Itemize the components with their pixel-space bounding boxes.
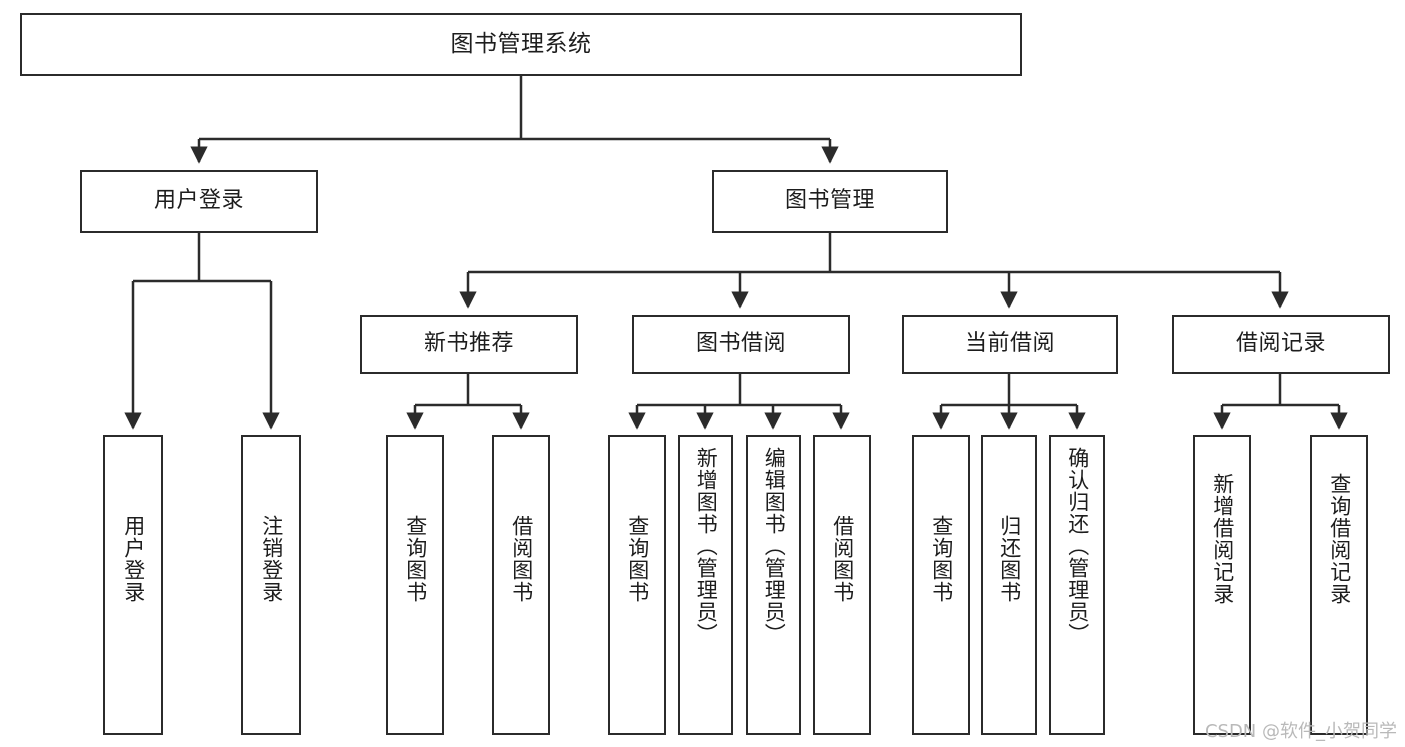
- leaf-borrow-book-1[interactable]: 借阅图书: [492, 435, 550, 735]
- leaf-borrow-book-2-label: 借阅图书: [830, 515, 855, 603]
- node-borrow-record[interactable]: 借阅记录: [1172, 315, 1390, 374]
- node-book-manage-label: 图书管理: [784, 188, 875, 214]
- leaf-add-record[interactable]: 新增借阅记录: [1193, 435, 1251, 735]
- node-borrow-record-label: 借阅记录: [1235, 331, 1326, 357]
- node-user-login-label: 用户登录: [153, 188, 244, 214]
- node-book-manage[interactable]: 图书管理: [712, 170, 948, 233]
- node-new-book-recommend[interactable]: 新书推荐: [360, 315, 578, 374]
- leaf-query-book-3-label: 查询图书: [929, 515, 954, 603]
- leaf-add-book[interactable]: 新增图书（管理员）: [678, 435, 733, 735]
- leaf-query-book-1-label: 查询图书: [403, 515, 428, 603]
- leaf-query-book-2[interactable]: 查询图书: [608, 435, 666, 735]
- node-root[interactable]: 图书管理系统: [20, 13, 1022, 76]
- leaf-logout-login-label: 注销登录: [259, 515, 284, 603]
- node-user-login[interactable]: 用户登录: [80, 170, 318, 233]
- leaf-query-book-2-label: 查询图书: [625, 515, 650, 603]
- node-current-borrow-label: 当前借阅: [964, 331, 1055, 357]
- leaf-return-book-label: 归还图书: [997, 515, 1022, 603]
- leaf-query-book-3[interactable]: 查询图书: [912, 435, 970, 735]
- leaf-query-record-label: 查询借阅记录: [1327, 473, 1352, 605]
- leaf-borrow-book-2[interactable]: 借阅图书: [813, 435, 871, 735]
- leaf-confirm-return[interactable]: 确认归还（管理员）: [1049, 435, 1105, 735]
- leaf-query-record[interactable]: 查询借阅记录: [1310, 435, 1368, 735]
- node-current-borrow[interactable]: 当前借阅: [902, 315, 1118, 374]
- leaf-edit-book[interactable]: 编辑图书（管理员）: [746, 435, 801, 735]
- node-book-borrow-label: 图书借阅: [695, 331, 786, 357]
- leaf-confirm-return-label: 确认归还（管理员）: [1065, 447, 1090, 645]
- leaf-edit-book-label: 编辑图书（管理员）: [762, 447, 787, 645]
- leaf-logout-login[interactable]: 注销登录: [241, 435, 301, 735]
- leaf-add-book-label: 新增图书（管理员）: [694, 447, 719, 645]
- leaf-query-book-1[interactable]: 查询图书: [386, 435, 444, 735]
- leaf-user-login[interactable]: 用户登录: [103, 435, 163, 735]
- node-new-book-recommend-label: 新书推荐: [423, 331, 514, 357]
- leaf-add-record-label: 新增借阅记录: [1210, 473, 1235, 605]
- leaf-user-login-label: 用户登录: [121, 515, 146, 603]
- leaf-return-book[interactable]: 归还图书: [981, 435, 1037, 735]
- leaf-borrow-book-1-label: 借阅图书: [509, 515, 534, 603]
- node-root-label: 图书管理系统: [450, 30, 592, 57]
- node-book-borrow[interactable]: 图书借阅: [632, 315, 850, 374]
